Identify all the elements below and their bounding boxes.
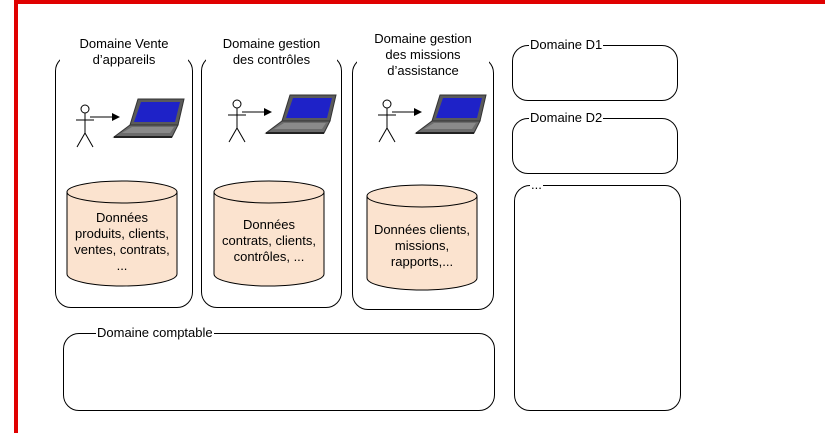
frame-top-border: [14, 0, 825, 4]
arrow-icon: [392, 108, 422, 116]
laptop-icon: [264, 94, 337, 134]
database-label: Données produits, clients, ventes, contr…: [74, 210, 170, 273]
domain-comptable-title: Domaine comptable: [96, 325, 214, 341]
domain-vente-title: Domaine Vente d’appareils: [60, 36, 188, 68]
domain-comptable-box: [63, 333, 495, 411]
user-icon: [76, 104, 94, 148]
frame-left-border: [14, 0, 18, 433]
domain-d1-box: [512, 45, 678, 101]
domain-d2-title: Domaine D2: [529, 110, 604, 126]
database-cylinder: [366, 184, 478, 291]
database-label: Données clients, missions, rapports,...: [373, 222, 471, 269]
database-label: Données contrats, clients, contrôles, ..…: [222, 217, 316, 264]
user-icon: [228, 99, 246, 143]
user-icon: [378, 99, 396, 143]
domain-more-box: [514, 185, 681, 411]
domain-missions-title: Domaine gestion des missions d’assistanc…: [357, 31, 489, 79]
domain-controles-title: Domaine gestion des contrôles: [206, 36, 337, 68]
arrow-icon: [242, 108, 272, 116]
domain-more-title: ...: [530, 177, 543, 193]
database-cylinder: [66, 180, 178, 287]
domain-d2-box: [512, 118, 678, 174]
arrow-icon: [90, 113, 120, 121]
database-cylinder: [213, 180, 325, 287]
domain-d1-title: Domaine D1: [529, 37, 604, 53]
laptop-icon: [112, 98, 185, 138]
laptop-icon: [414, 94, 487, 134]
